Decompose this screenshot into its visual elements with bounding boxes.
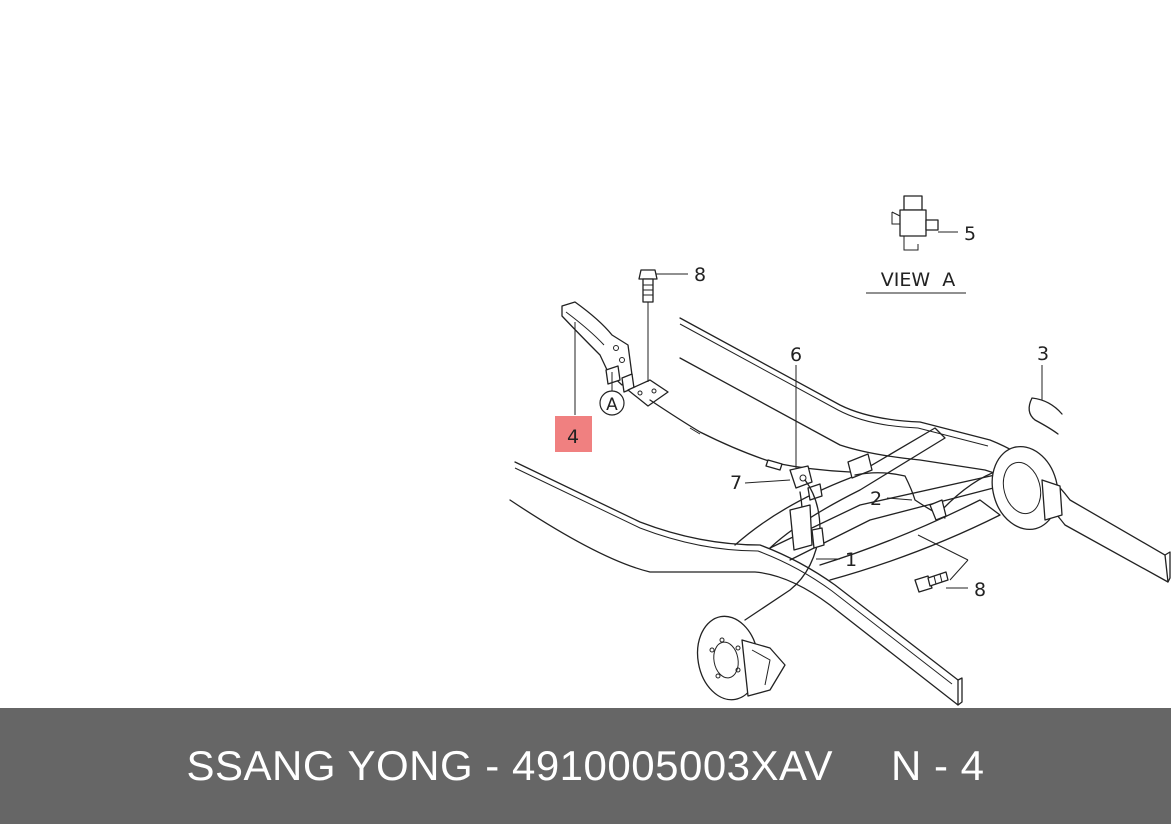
lever-bracket xyxy=(627,300,669,407)
brake-drum-right xyxy=(991,445,1063,531)
diagram-reference-text: N - 4 xyxy=(890,742,985,789)
equalizer-bracket xyxy=(789,453,873,501)
callout-4[interactable]: 4 xyxy=(567,426,579,448)
frame-rail-left xyxy=(509,461,963,706)
brake-disc-left xyxy=(696,615,786,701)
view-a-switch xyxy=(866,195,966,294)
callout-5[interactable]: 5 xyxy=(964,223,976,245)
callout-2[interactable]: 2 xyxy=(870,488,882,510)
callout-7[interactable]: 7 xyxy=(730,472,742,494)
parking-brake-lever xyxy=(561,301,635,393)
callout-8-bottom[interactable]: 8 xyxy=(974,579,986,601)
bolt-bottom xyxy=(914,571,949,593)
front-cable xyxy=(649,399,851,473)
retainer-clip xyxy=(1028,397,1063,435)
view-a-marker: A xyxy=(599,390,625,416)
callout-3[interactable]: 3 xyxy=(1037,343,1049,365)
callout-8-top[interactable]: 8 xyxy=(694,264,706,286)
frame-rail-right xyxy=(679,317,1171,583)
view-a-label: VIEW A xyxy=(881,269,955,291)
callout-4-highlight xyxy=(555,416,592,452)
bolt-top xyxy=(638,269,658,303)
callout-6[interactable]: 6 xyxy=(790,344,802,366)
parts-diagram: 4 8 6 7 2 1 3 5 8 A VIEW A xyxy=(509,195,1171,706)
rear-cable-left xyxy=(744,479,825,621)
view-a-marker-label: A xyxy=(606,395,618,415)
callout-1[interactable]: 1 xyxy=(845,549,857,571)
callout-leaders xyxy=(574,231,1043,589)
footer-banner: SSANG YONG - 4910005003XAV N - 4 xyxy=(0,708,1171,824)
part-number-text: SSANG YONG - 4910005003XAV xyxy=(186,742,833,789)
